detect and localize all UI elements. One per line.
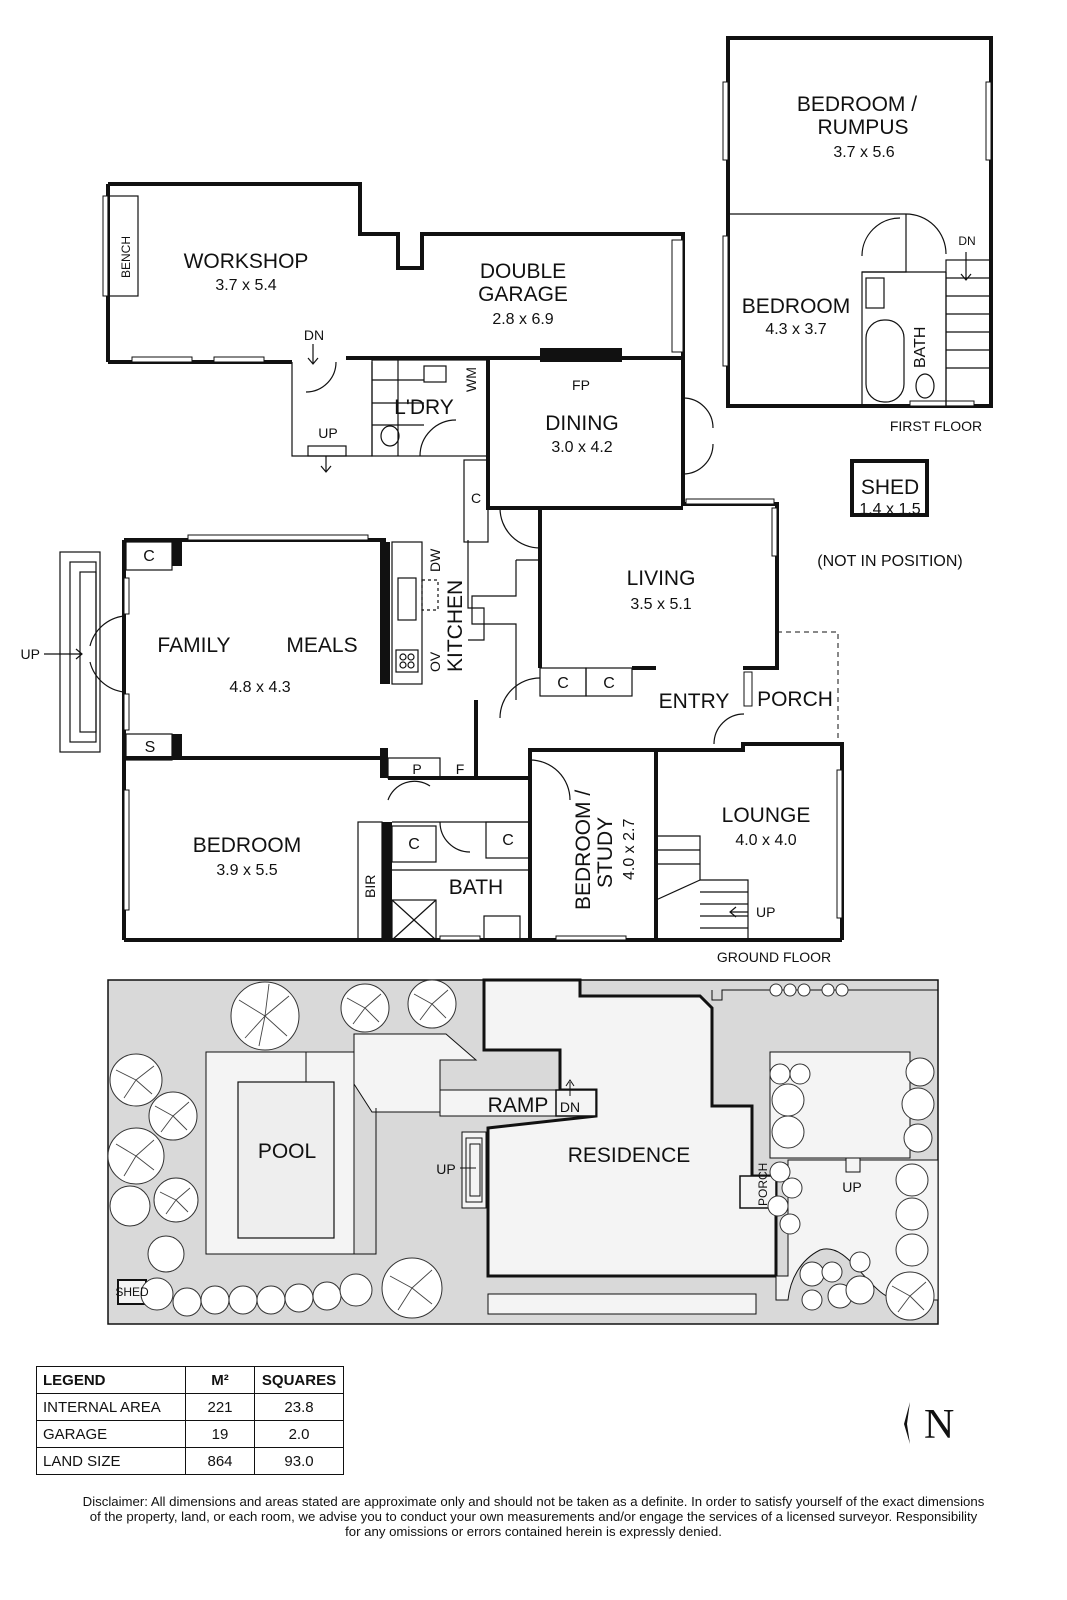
lounge-up-label: UP <box>756 904 775 920</box>
first-floor-bath-label: BATH <box>912 327 929 368</box>
legend-header-row: LEGEND M² SQUARES <box>36 1366 344 1394</box>
legend-row-squares: 2.0 <box>254 1420 344 1448</box>
first-floor-title: FIRST FLOOR <box>890 418 982 434</box>
site-shed-label: SHED <box>115 1285 149 1299</box>
family-dims: 4.8 x 4.3 <box>229 679 290 696</box>
legend-header-squares: SQUARES <box>254 1366 344 1394</box>
pantry-label: P <box>412 761 421 777</box>
pool-label: POOL <box>258 1140 316 1163</box>
shed-label: SHED <box>861 476 919 499</box>
legend-header-m2: M² <box>185 1366 255 1394</box>
living-label: LIVING <box>627 567 696 590</box>
area-legend-table: LEGEND M² SQUARES INTERNAL AREA 221 23.8… <box>36 1366 344 1475</box>
north-label: N <box>924 1402 954 1446</box>
study-label-2: STUDY <box>594 817 617 888</box>
ground-floor: BENCH WORKSHOP 3.7 x 5.4 DOUBLE GARAGE 2… <box>21 182 844 965</box>
bir-label: BIR <box>362 875 378 898</box>
site-porch-label: PORCH <box>756 1163 770 1206</box>
fridge-label: F <box>456 761 465 777</box>
site-up-east-label: UP <box>842 1179 861 1195</box>
first-floor-dn-label: DN <box>958 234 975 248</box>
workshop-dn-label: DN <box>304 327 324 343</box>
study-label-1: BEDROOM / <box>572 790 595 910</box>
workshop-label: WORKSHOP <box>184 250 309 273</box>
bedroom-label: BEDROOM <box>193 834 302 857</box>
wm-label: WM <box>463 367 479 392</box>
first-floor-stairs <box>945 252 992 407</box>
ground-floor-stairs <box>655 835 749 940</box>
family-closet-label: C <box>143 548 155 565</box>
fireplace-label: FP <box>572 377 590 393</box>
legend-row-label: INTERNAL AREA <box>36 1393 186 1421</box>
pool-shape <box>237 1081 335 1239</box>
ground-floor-title: GROUND FLOOR <box>717 949 831 965</box>
kitchen-label: KITCHEN <box>444 580 467 672</box>
dining-closet-label: C <box>471 490 481 506</box>
meals-label: MEALS <box>286 634 357 657</box>
legend-row-label: LAND SIZE <box>36 1447 186 1475</box>
first-floor-bedroom-rumpus-label-2: RUMPUS <box>817 116 908 139</box>
legend-row: GARAGE 19 2.0 <box>36 1420 344 1448</box>
bedroom-dims: 3.9 x 5.5 <box>216 862 277 879</box>
garage-label-1: DOUBLE <box>480 260 566 283</box>
north-arrow-icon <box>904 1402 910 1444</box>
first-floor: BEDROOM / RUMPUS 3.7 x 5.6 BEDROOM 4.3 x… <box>722 36 993 434</box>
site-up-west-label: UP <box>436 1161 455 1177</box>
living-dims: 3.5 x 5.1 <box>630 596 691 613</box>
legend-row-squares: 23.8 <box>254 1393 344 1421</box>
garage-dims: 2.8 x 6.9 <box>492 311 553 328</box>
lounge-label: LOUNGE <box>722 804 811 827</box>
garage-label-2: GARAGE <box>478 283 568 306</box>
legend-row-m2: 19 <box>185 1420 255 1448</box>
disclaimer-line-3: for any omissions or errors contained he… <box>345 1524 722 1539</box>
study-dims: 4.0 x 2.7 <box>621 819 638 880</box>
ov-label: OV <box>427 651 443 672</box>
legend-row: INTERNAL AREA 221 23.8 <box>36 1393 344 1421</box>
bench-label: BENCH <box>119 236 133 278</box>
first-floor-bedroom-dims: 4.3 x 3.7 <box>765 321 826 338</box>
bath-closet-2-label: C <box>502 832 514 849</box>
laundry-label: L'DRY <box>394 396 454 419</box>
legend-row: LAND SIZE 864 93.0 <box>36 1447 344 1475</box>
disclaimer-line-1: Disclaimer: All dimensions and areas sta… <box>82 1494 985 1509</box>
first-floor-bedroom-rumpus-dims: 3.7 x 5.6 <box>833 144 894 161</box>
dining-dims: 3.0 x 4.2 <box>551 439 612 456</box>
disclaimer: Disclaimer: All dimensions and areas sta… <box>12 1494 1055 1539</box>
disclaimer-line-2: of the property, land, or each room, we … <box>89 1509 978 1524</box>
site-trees <box>107 979 935 1321</box>
family-label: FAMILY <box>157 634 230 657</box>
legend-row-m2: 864 <box>185 1447 255 1475</box>
legend-row-label: GARAGE <box>36 1420 186 1448</box>
dw-label: DW <box>427 548 443 572</box>
living-closet-2-label: C <box>603 675 615 692</box>
dining-label: DINING <box>545 412 619 435</box>
lounge-dims: 4.0 x 4.0 <box>735 832 796 849</box>
west-up-label: UP <box>21 646 40 662</box>
residence-label: RESIDENCE <box>568 1144 691 1167</box>
ramp-label: RAMP <box>488 1094 549 1117</box>
legend-row-squares: 93.0 <box>254 1447 344 1475</box>
shed-dims: 1.4 x 1.5 <box>859 501 920 518</box>
shed-block: SHED 1.4 x 1.5 (NOT IN POSITION) <box>817 459 963 570</box>
site-plan: POOL RESIDENCE RAMP DN UP UP PORCH SHED <box>107 978 939 1325</box>
bath-closet-1-label: C <box>408 836 420 853</box>
first-floor-bedroom-rumpus-label-1: BEDROOM / <box>797 93 917 116</box>
legend-row-m2: 221 <box>185 1393 255 1421</box>
entry-label: ENTRY <box>659 690 730 713</box>
porch-label: PORCH <box>757 688 833 711</box>
workshop-up-label: UP <box>318 425 337 441</box>
shed-note: (NOT IN POSITION) <box>817 553 962 570</box>
north-compass: N <box>904 1402 954 1446</box>
site-dn-label: DN <box>560 1099 580 1115</box>
living-closet-1-label: C <box>557 675 569 692</box>
bath-label: BATH <box>449 876 503 899</box>
legend-header-label: LEGEND <box>36 1366 186 1394</box>
family-store-label: S <box>145 739 156 756</box>
first-floor-bedroom-label: BEDROOM <box>742 295 851 318</box>
workshop-dims: 3.7 x 5.4 <box>215 277 276 294</box>
